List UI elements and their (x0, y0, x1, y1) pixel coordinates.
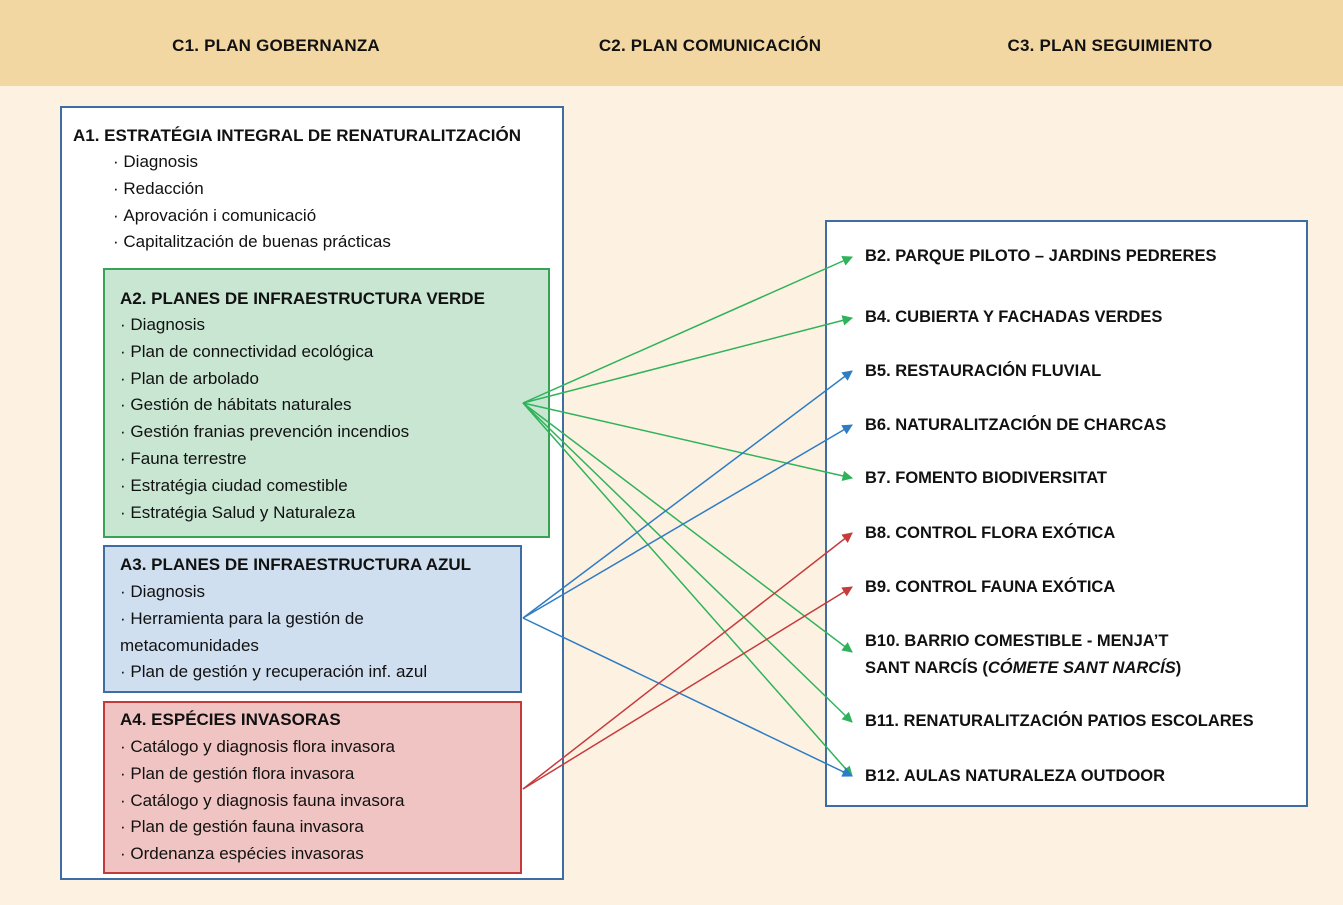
b10-label-line2-italic: CÓMETE SANT NARCÍS (987, 659, 1176, 677)
arrow-a3-to-b6 (522, 424, 853, 619)
b10-label-line2-post: ) (1175, 659, 1182, 677)
b9-label: B9. CONTROL FAUNA EXÓTICA (865, 578, 1116, 596)
b2-label: B2. PARQUE PILOTO – JARDINS PEDRERES (865, 247, 1217, 265)
a3-item: Herramienta para la gestión de metacomun… (120, 606, 420, 660)
header-c3-plan-seguimiento: C3. PLAN SEGUIMIENTO (1007, 36, 1213, 55)
arrow-a3-to-b5 (522, 370, 853, 619)
arrow-a2-to-b12 (522, 402, 853, 777)
a1-item: Capitalitzación de buenas prácticas (113, 229, 390, 256)
a2-title: A2. PLANES DE INFRAESTRUCTURA VERDE (120, 289, 485, 308)
b4-label: B4. CUBIERTA Y FACHADAS VERDES (865, 308, 1163, 326)
b10-label-line2: SANT NARCÍS (CÓMETE SANT NARCÍS) (865, 655, 1181, 681)
arrow-a4-to-b8 (522, 532, 853, 790)
header-c1-plan-gobernanza: C1. PLAN GOBERNANZA (172, 36, 380, 55)
arrow-a2-to-b4 (522, 315, 854, 404)
b6-label: B6. NATURALITZACIÓN DE CHARCAS (865, 416, 1167, 434)
a2-item: Plan de arbolado (120, 366, 409, 393)
a1-list: Diagnosis Redacción Aprovación i comunic… (113, 149, 391, 256)
a4-item: Plan de gestión flora invasora (120, 761, 404, 788)
b-box (825, 220, 1308, 807)
arrow-a2-to-b2 (522, 256, 853, 404)
a2-item: Gestión franias prevención incendios (120, 419, 409, 446)
header-c2-plan-comunicacion: C2. PLAN COMUNICACIÓN (598, 36, 822, 55)
b11-label: B11. RENATURALITZACIÓN PATIOS ESCOLARES (865, 712, 1254, 730)
b7-label: B7. FOMENTO BIODIVERSITAT (865, 469, 1108, 487)
arrow-a2-to-b10 (522, 402, 853, 653)
a4-item: Catálogo y diagnosis fauna invasora (120, 788, 404, 815)
a4-item: Catálogo y diagnosis flora invasora (120, 734, 404, 761)
b12-label: B12. AULAS NATURALEZA OUTDOOR (865, 767, 1166, 785)
b5-label: B5. RESTAURACIÓN FLUVIAL (865, 362, 1102, 380)
a2-item: Diagnosis (120, 312, 409, 339)
a3-item: Plan de gestión y recuperación inf. azul (120, 659, 500, 686)
a3-title: A3. PLANES DE INFRAESTRUCTURA AZUL (120, 555, 472, 574)
a4-item: Plan de gestión fauna invasora (120, 814, 404, 841)
a3-item: Diagnosis (120, 579, 420, 606)
a4-item: Ordenanza espécies invasoras (120, 841, 404, 868)
b8-label: B8. CONTROL FLORA EXÓTICA (865, 524, 1116, 542)
a2-item: Estratégia ciudad comestible (120, 473, 409, 500)
a1-item: Aprovación i comunicació (113, 203, 391, 230)
a2-item: Fauna terrestre (120, 446, 409, 473)
a1-title: A1. ESTRATÉGIA INTEGRAL DE RENATURALITZA… (73, 126, 521, 145)
header-band (0, 0, 1343, 86)
arrow-a2-to-b11 (522, 402, 853, 723)
a2-item: Plan de connectividad ecológica (120, 339, 409, 366)
a2-item: Gestión de hábitats naturales (120, 392, 409, 419)
arrow-a4-to-b9 (522, 586, 853, 790)
a1-item: Diagnosis (113, 149, 391, 176)
b10-label-line1: B10. BARRIO COMESTIBLE - MENJA’T (865, 632, 1169, 650)
a4-title: A4. ESPÉCIES INVASORAS (120, 710, 341, 729)
a4-list: Catálogo y diagnosis flora invasora Plan… (120, 734, 404, 868)
a2-item: Estratégia Salud y Naturaleza (120, 500, 409, 527)
a2-list: Diagnosis Plan de connectividad ecológic… (120, 312, 409, 526)
a1-item: Redacción (113, 176, 391, 203)
a3-list: Diagnosis Herramienta para la gestión de… (120, 579, 500, 686)
arrow-a3-to-b12 (522, 617, 853, 777)
b10-label-line2-pre: SANT NARCÍS ( (865, 659, 988, 677)
arrow-a2-to-b7 (522, 402, 854, 482)
